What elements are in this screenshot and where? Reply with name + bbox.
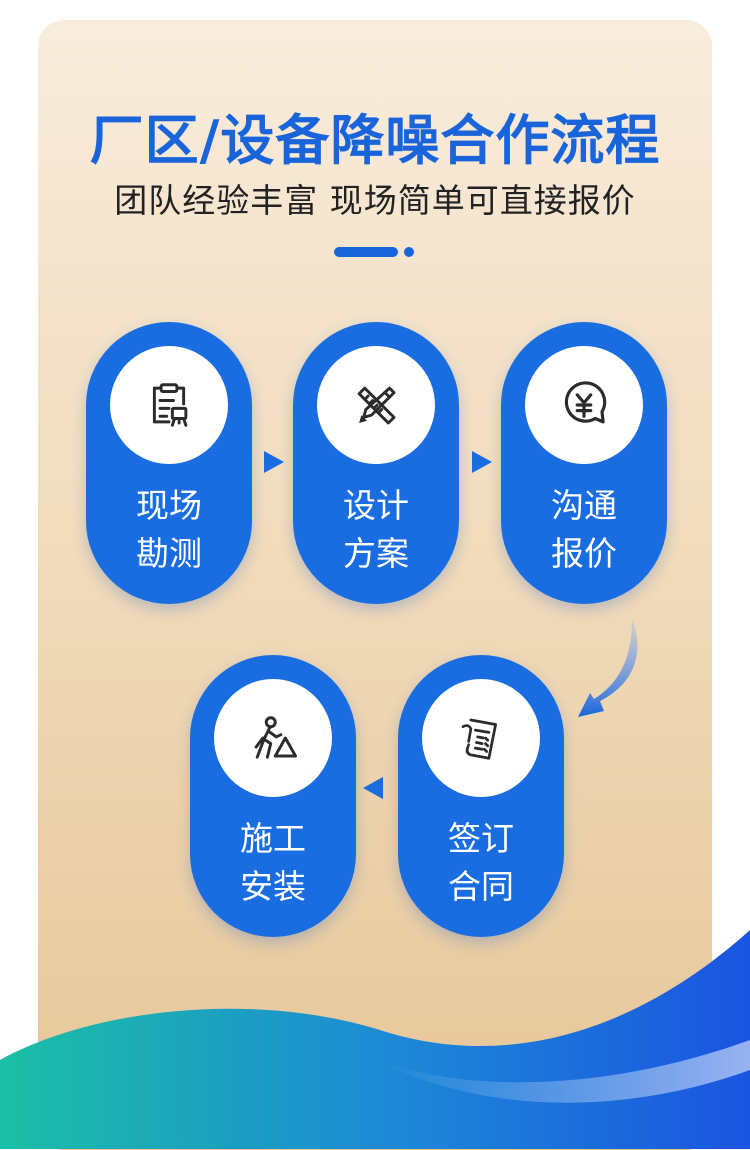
step-label-line: 安装 [240,867,306,906]
step-label-line: 现场 [136,486,202,525]
step-label-line: 设计 [343,486,409,525]
step-label: 施工 安装 [190,815,356,911]
pencil-ruler-icon [357,386,396,425]
page-title: 厂区/设备降噪合作流程 [89,109,661,172]
step-icon-circle [422,679,540,797]
step-icon-circle [525,346,643,464]
survey-clipboard-icon [152,383,188,427]
step-label-line: 沟通 [551,486,617,525]
contract-document-icon [461,718,497,760]
step-site-survey: 现场 勘测 [86,322,252,604]
yuan-chat-icon [564,381,607,424]
step-icon-circle [110,346,228,464]
step-icon-circle [214,679,332,797]
step-label-line: 勘测 [136,534,202,573]
step-label-line: 方案 [343,534,409,573]
arrow-left-icon [363,777,383,799]
title-divider-dot [404,247,414,257]
step-label: 设计 方案 [293,482,459,578]
step-design-plan: 设计 方案 [293,322,459,604]
step-label-line: 报价 [551,534,617,573]
step-label-line: 合同 [448,867,514,906]
step-label-line: 签订 [448,819,514,858]
step-label-line: 施工 [240,819,306,858]
step-construction-install: 施工 安装 [190,655,356,937]
arrow-right-icon [472,451,492,473]
step-label: 现场 勘测 [86,482,252,578]
step-sign-contract: 签订 合同 [398,655,564,937]
construction-worker-icon [254,716,297,759]
step-icon-circle [317,346,435,464]
arrow-right-icon [264,451,284,473]
page-subtitle: 团队经验丰富 现场简单可直接报价 [114,181,636,220]
curved-arrow-icon [578,619,638,717]
step-label: 签订 合同 [398,815,564,911]
step-quote: 沟通 报价 [501,322,667,604]
step-label: 沟通 报价 [501,482,667,578]
title-divider-bar [334,247,398,257]
